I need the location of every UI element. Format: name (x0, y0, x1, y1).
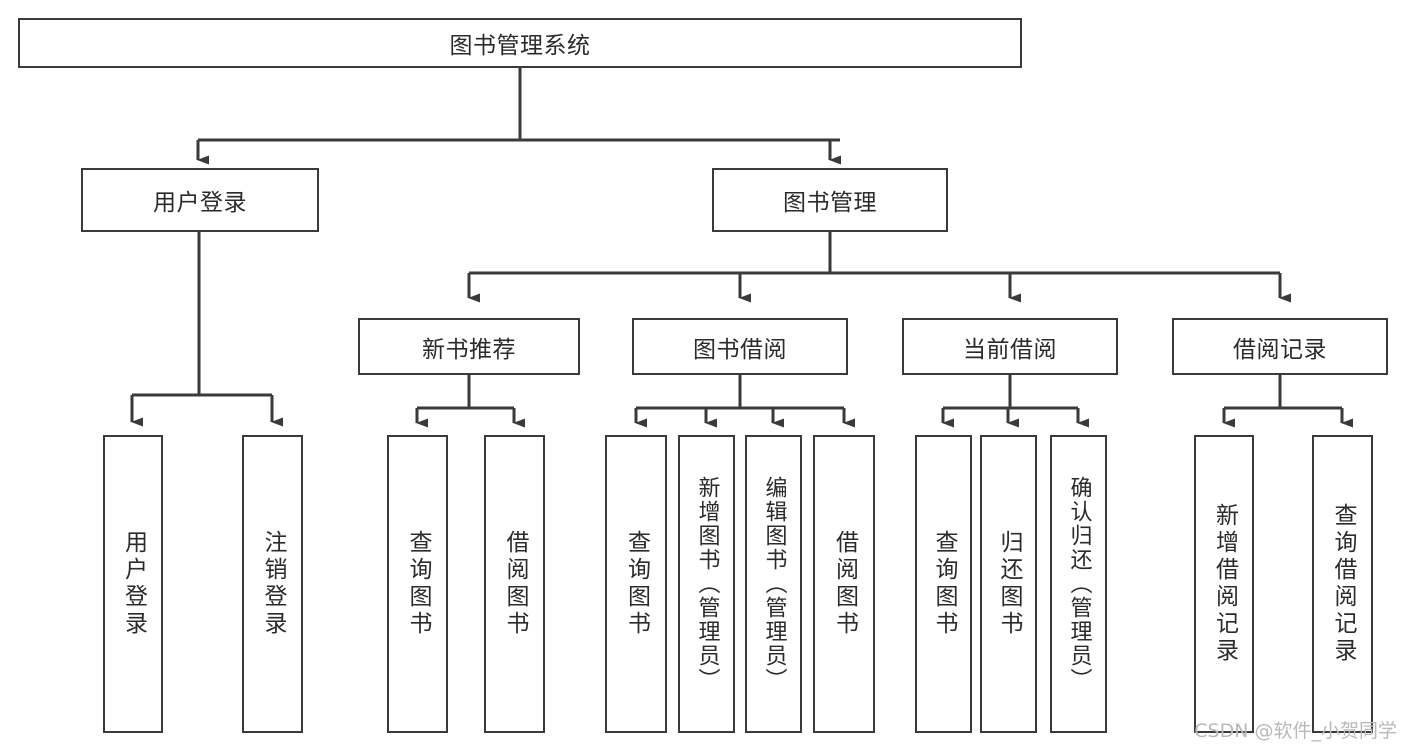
leaf-edit-book-admin[interactable]: 编辑图书（管理员） (745, 435, 802, 733)
node-new-book-recommend-label: 新书推荐 (422, 336, 516, 363)
leaf-logout-label: 注销登录 (260, 530, 286, 638)
node-user-login[interactable]: 用户登录 (81, 168, 319, 232)
node-borrow-record[interactable]: 借阅记录 (1172, 318, 1388, 375)
node-root-label: 图书管理系统 (449, 33, 591, 59)
leaf-user-login[interactable]: 用户登录 (103, 435, 163, 733)
leaf-borrow-book-nb-label: 借阅图书 (502, 530, 528, 638)
node-book-borrow-label: 图书借阅 (693, 336, 787, 363)
leaf-confirm-return-admin-label: 确认归还（管理员） (1066, 476, 1092, 692)
leaf-add-book-admin[interactable]: 新增图书（管理员） (678, 435, 735, 733)
node-book-management[interactable]: 图书管理 (712, 168, 948, 232)
node-book-management-label: 图书管理 (783, 190, 877, 216)
leaf-query-book-nb[interactable]: 查询图书 (387, 435, 448, 733)
leaf-logout[interactable]: 注销登录 (242, 435, 303, 733)
node-new-book-recommend[interactable]: 新书推荐 (358, 318, 580, 375)
leaf-query-borrow-record-label: 查询借阅记录 (1330, 503, 1356, 665)
leaf-query-book-bb[interactable]: 查询图书 (605, 435, 667, 733)
leaf-query-book-cb-label: 查询图书 (931, 530, 957, 638)
leaf-edit-book-admin-label: 编辑图书（管理员） (761, 476, 787, 692)
leaf-add-borrow-record-label: 新增借阅记录 (1211, 503, 1238, 665)
node-current-borrow[interactable]: 当前借阅 (902, 318, 1118, 375)
leaf-add-borrow-record[interactable]: 新增借阅记录 (1194, 435, 1254, 733)
leaf-return-book-label: 归还图书 (996, 530, 1022, 638)
leaf-query-book-bb-label: 查询图书 (623, 530, 650, 638)
leaf-query-book-nb-label: 查询图书 (405, 530, 431, 638)
leaf-borrow-book-nb[interactable]: 借阅图书 (484, 435, 545, 733)
leaf-query-borrow-record[interactable]: 查询借阅记录 (1312, 435, 1373, 733)
node-borrow-record-label: 借阅记录 (1233, 336, 1327, 363)
leaf-confirm-return-admin[interactable]: 确认归还（管理员） (1050, 435, 1107, 733)
leaf-return-book[interactable]: 归还图书 (980, 435, 1037, 733)
leaf-add-book-admin-label: 新增图书（管理员） (694, 476, 720, 692)
leaf-borrow-book-bb[interactable]: 借阅图书 (813, 435, 875, 733)
leaf-user-login-label: 用户登录 (120, 530, 147, 638)
node-user-login-label: 用户登录 (153, 190, 247, 216)
node-book-borrow[interactable]: 图书借阅 (632, 318, 848, 375)
node-root[interactable]: 图书管理系统 (18, 18, 1022, 68)
leaf-borrow-book-bb-label: 借阅图书 (831, 530, 858, 638)
leaf-query-book-cb[interactable]: 查询图书 (915, 435, 972, 733)
node-current-borrow-label: 当前借阅 (963, 336, 1057, 363)
